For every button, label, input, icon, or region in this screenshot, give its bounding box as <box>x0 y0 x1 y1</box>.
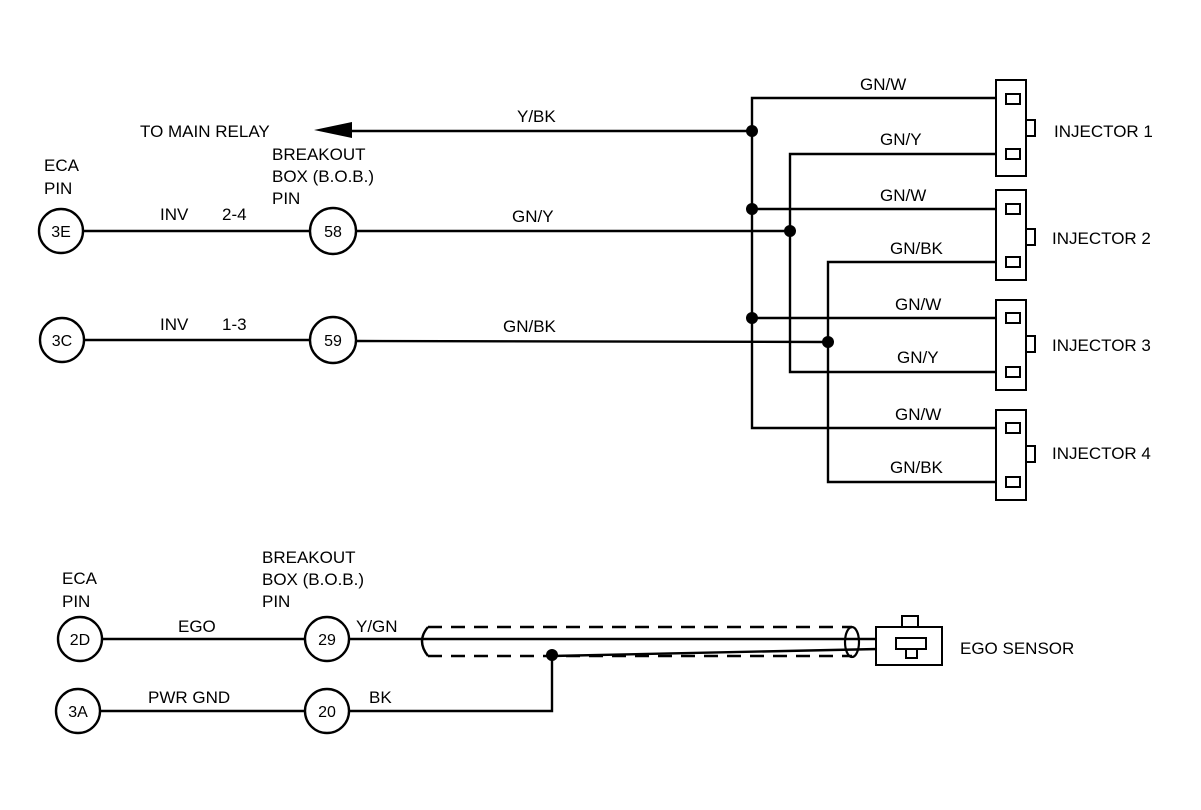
eca-pin-label: 3C <box>52 333 72 350</box>
wire-color-label: GN/BK <box>890 458 944 477</box>
shield-end <box>420 626 429 657</box>
eca-pin-label: 3A <box>68 704 88 721</box>
terminal <box>1005 93 1021 105</box>
injector-label: INJECTOR 4 <box>1052 444 1151 463</box>
eca-pin-circle <box>54 687 102 735</box>
wire-color-label: GN/Y <box>897 348 939 367</box>
wire-color-label: GN/W <box>895 405 941 424</box>
splice-dot <box>746 203 758 215</box>
wire-color-label: Y/GN <box>356 617 398 636</box>
injector-label: INJECTOR 3 <box>1052 336 1151 355</box>
injector-2: INJECTOR 2 GN/W GN/BK <box>880 186 1151 281</box>
terminal <box>1005 422 1021 434</box>
svg-text:PIN: PIN <box>44 179 72 198</box>
bob-pin-label: 58 <box>324 224 342 241</box>
circuit-row-ego: 2D 29 EGO Y/GN <box>56 615 420 663</box>
injector-label: INJECTOR 2 <box>1052 229 1151 248</box>
injector-label: INJECTOR 1 <box>1054 122 1153 141</box>
bob-pin-circle <box>303 615 351 663</box>
circuit-name: EGO <box>178 617 216 636</box>
bob-wire-line <box>355 339 829 344</box>
circuit-name: INV <box>160 315 189 334</box>
terminal <box>1005 476 1021 488</box>
svg-text:BREAKOUT: BREAKOUT <box>272 145 366 164</box>
main-relay-feed: TO MAIN RELAY Y/BK <box>140 107 752 141</box>
sensor-pin <box>905 648 918 659</box>
eca-pin-circle <box>56 615 104 663</box>
shield-ground-line <box>349 655 554 713</box>
bob-pin-circle <box>303 687 351 735</box>
wire-color-label: GN/W <box>895 295 941 314</box>
connector-tab <box>1025 119 1036 137</box>
svg-text:BOX (B.O.B.): BOX (B.O.B.) <box>262 570 364 589</box>
connector-tab <box>1025 335 1036 353</box>
power-bus <box>746 96 1007 430</box>
wire-color-label: GN/Y <box>512 207 554 226</box>
svg-text:ECA: ECA <box>44 156 80 175</box>
circuit-name: PWR GND <box>148 688 230 707</box>
svg-text:PIN: PIN <box>262 592 290 611</box>
bob-pin-circle <box>308 206 358 256</box>
top-eca-label: ECA PIN <box>44 156 80 198</box>
bob-pin-label: 29 <box>318 632 336 649</box>
terminal <box>1005 203 1021 215</box>
bus-line-supply <box>750 96 1007 430</box>
ego-sensor-label: EGO SENSOR <box>960 639 1074 658</box>
svg-text:PIN: PIN <box>62 592 90 611</box>
bob-pin-label: 59 <box>324 333 342 350</box>
bottom-bob-label: BREAKOUT BOX (B.O.B.) PIN <box>262 548 364 611</box>
ego-sensor: EGO SENSOR <box>875 615 1074 666</box>
bank-label: 2-4 <box>222 205 247 224</box>
arrow-left-icon <box>314 122 352 138</box>
shielded-cable <box>420 625 879 659</box>
splice-dot <box>746 312 758 324</box>
main-relay-label: TO MAIN RELAY <box>140 122 270 141</box>
eca-pin-label: 2D <box>70 632 90 649</box>
eca-pin-circle <box>37 207 85 255</box>
wire-color-label: GN/Y <box>880 130 922 149</box>
bottom-eca-label: ECA PIN <box>62 569 98 611</box>
wire-color-label: GN/BK <box>503 317 557 336</box>
sensor-tab <box>901 615 919 628</box>
bob-pin-circle <box>308 315 358 365</box>
top-bob-label: BREAKOUT BOX (B.O.B.) PIN <box>272 145 374 208</box>
svg-text:ECA: ECA <box>62 569 98 588</box>
eca-pin-circle <box>38 316 86 364</box>
wire-color-label: GN/BK <box>890 239 944 258</box>
wire-color-label: GN/W <box>880 186 926 205</box>
eca-pin-label: 3E <box>51 224 71 241</box>
sensor-plug <box>895 637 927 650</box>
svg-text:PIN: PIN <box>272 189 300 208</box>
injector-4: INJECTOR 4 GN/W GN/BK <box>890 405 1151 501</box>
svg-text:BREAKOUT: BREAKOUT <box>262 548 356 567</box>
splice-dot <box>746 125 758 137</box>
circuit-row-pwr-gnd: 3A 20 PWR GND BK <box>54 649 558 735</box>
relay-wire-color: Y/BK <box>517 107 556 126</box>
terminal <box>1005 256 1021 268</box>
shield-ring <box>843 625 861 659</box>
injector-3: INJECTOR 3 GN/W GN/Y <box>895 295 1151 391</box>
circuit-name: INV <box>160 205 189 224</box>
svg-text:BOX (B.O.B.): BOX (B.O.B.) <box>272 167 374 186</box>
terminal <box>1005 312 1021 324</box>
injector-1: INJECTOR 1 GN/W GN/Y <box>860 75 1153 177</box>
ground-wire-line <box>551 647 879 658</box>
wire-color-label: BK <box>369 688 392 707</box>
bus-line-bank-1-3 <box>826 260 1007 484</box>
connector-tab <box>1025 445 1036 463</box>
bus-line-bank-2-4 <box>788 152 1007 374</box>
terminal <box>1005 148 1021 160</box>
terminal <box>1005 366 1021 378</box>
wire-color-label: GN/W <box>860 75 906 94</box>
bank-label: 1-3 <box>222 315 247 334</box>
circuit-row-inv-1-3: 3C 59 INV 1-3 GN/BK <box>38 315 829 365</box>
bob-pin-label: 20 <box>318 704 336 721</box>
connector-tab <box>1025 228 1036 246</box>
circuit-row-inv-2-4: 3E 58 INV 2-4 GN/Y <box>37 205 790 256</box>
